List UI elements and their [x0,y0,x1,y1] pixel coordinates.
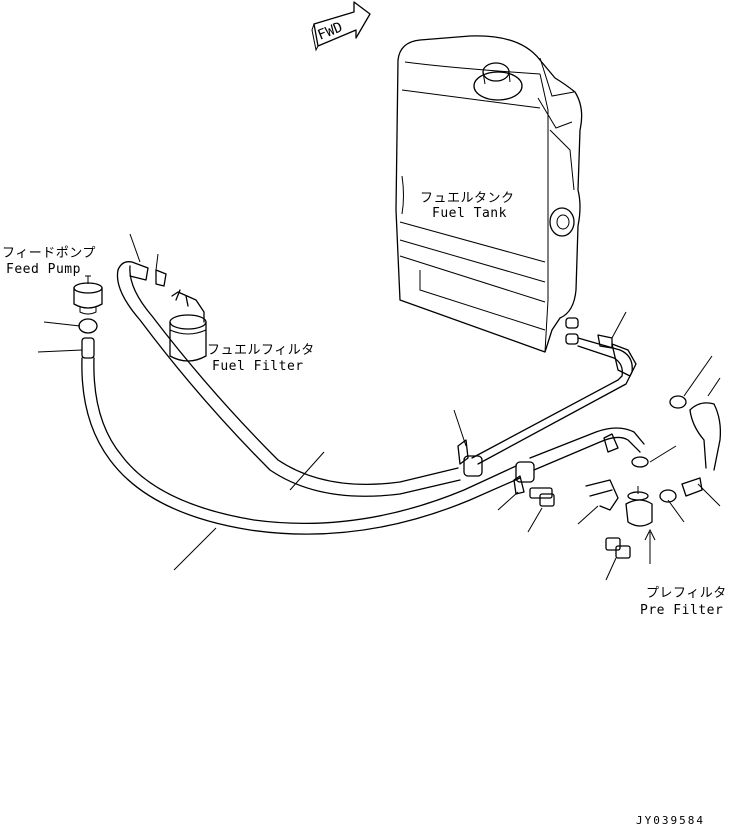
feed-pump [73,275,103,315]
pipe-clamp-upper [457,439,483,477]
pre-filter-label-jp: プレフィルタ [646,586,727,601]
drawing-code: JY039584 [636,814,705,827]
fuel-filter-label-jp: フュエルフィルタ [207,343,315,358]
return-hose-right [659,395,722,503]
tank-outlet-pipe [471,334,637,465]
fuel-tank [395,35,583,353]
elbow-hose [529,427,645,471]
fwd-label: FWD [316,19,345,43]
pipe-clamp-lower [513,461,535,495]
leader-lines [37,233,721,581]
pre-filter-bracket [585,479,619,511]
pre-filter-label-en: Pre Filter [640,603,723,618]
pre-filter [625,456,653,527]
fuel-tank-label-jp: フュエルタンク [420,191,515,206]
fuel-tank-label-en: Fuel Tank [432,206,507,221]
bolt-icon-2 [605,537,631,559]
feed-pump-label-jp: フィードポンプ [2,246,96,261]
hose-clamp-left [78,318,98,359]
fuel-hose-upper [116,261,461,497]
fuel-filter [155,269,207,362]
fwd-arrow-icon: FWD [311,1,371,52]
pre-filter-arrow [644,528,656,564]
fuel-filter-label-en: Fuel Filter [212,359,304,374]
fuel-hose-long [81,357,521,535]
bolt-icon [529,487,555,507]
feed-pump-label-en: Feed Pump [6,262,81,277]
